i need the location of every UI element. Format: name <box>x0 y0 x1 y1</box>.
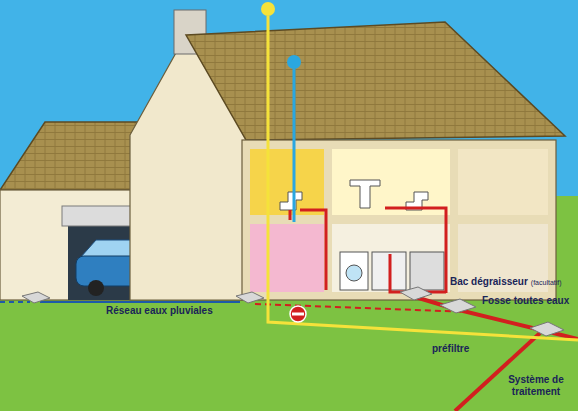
septic-tank <box>440 299 476 313</box>
manhole <box>236 292 264 303</box>
house-roof <box>186 22 565 140</box>
room <box>250 224 324 292</box>
vent-top <box>287 55 301 69</box>
yellow-vent <box>268 16 578 340</box>
house-cutaway <box>242 140 556 300</box>
rain-pipe <box>40 301 240 303</box>
blue-vent <box>293 69 296 222</box>
part-label: Système de traitement <box>500 374 572 397</box>
part-label: Bac dégraisseur <box>450 276 528 288</box>
grease-trap <box>400 287 432 300</box>
lawn <box>0 196 578 411</box>
part-label: Fosse toutes eaux <box>482 295 569 307</box>
car-wheel <box>88 280 104 296</box>
room <box>250 149 324 215</box>
manhole <box>22 292 50 303</box>
rain-pipe <box>0 301 30 303</box>
washing-machine-door <box>346 265 362 281</box>
pipe-label: Réseau eaux pluviales <box>106 305 213 317</box>
treatment-box <box>530 322 564 336</box>
sink <box>350 180 380 208</box>
waste-pipe <box>290 208 446 293</box>
note-label: (facultatif) <box>531 279 562 287</box>
vent-top <box>261 2 275 16</box>
toilet <box>280 192 302 210</box>
no-entry-bar <box>292 313 304 316</box>
washing-machine <box>340 252 368 290</box>
forbidden-pipe <box>255 304 470 312</box>
oven <box>410 252 444 290</box>
part-label: préfiltre <box>432 343 469 355</box>
no-entry-sign <box>290 306 306 322</box>
room <box>458 149 548 215</box>
bathroom <box>332 149 450 215</box>
